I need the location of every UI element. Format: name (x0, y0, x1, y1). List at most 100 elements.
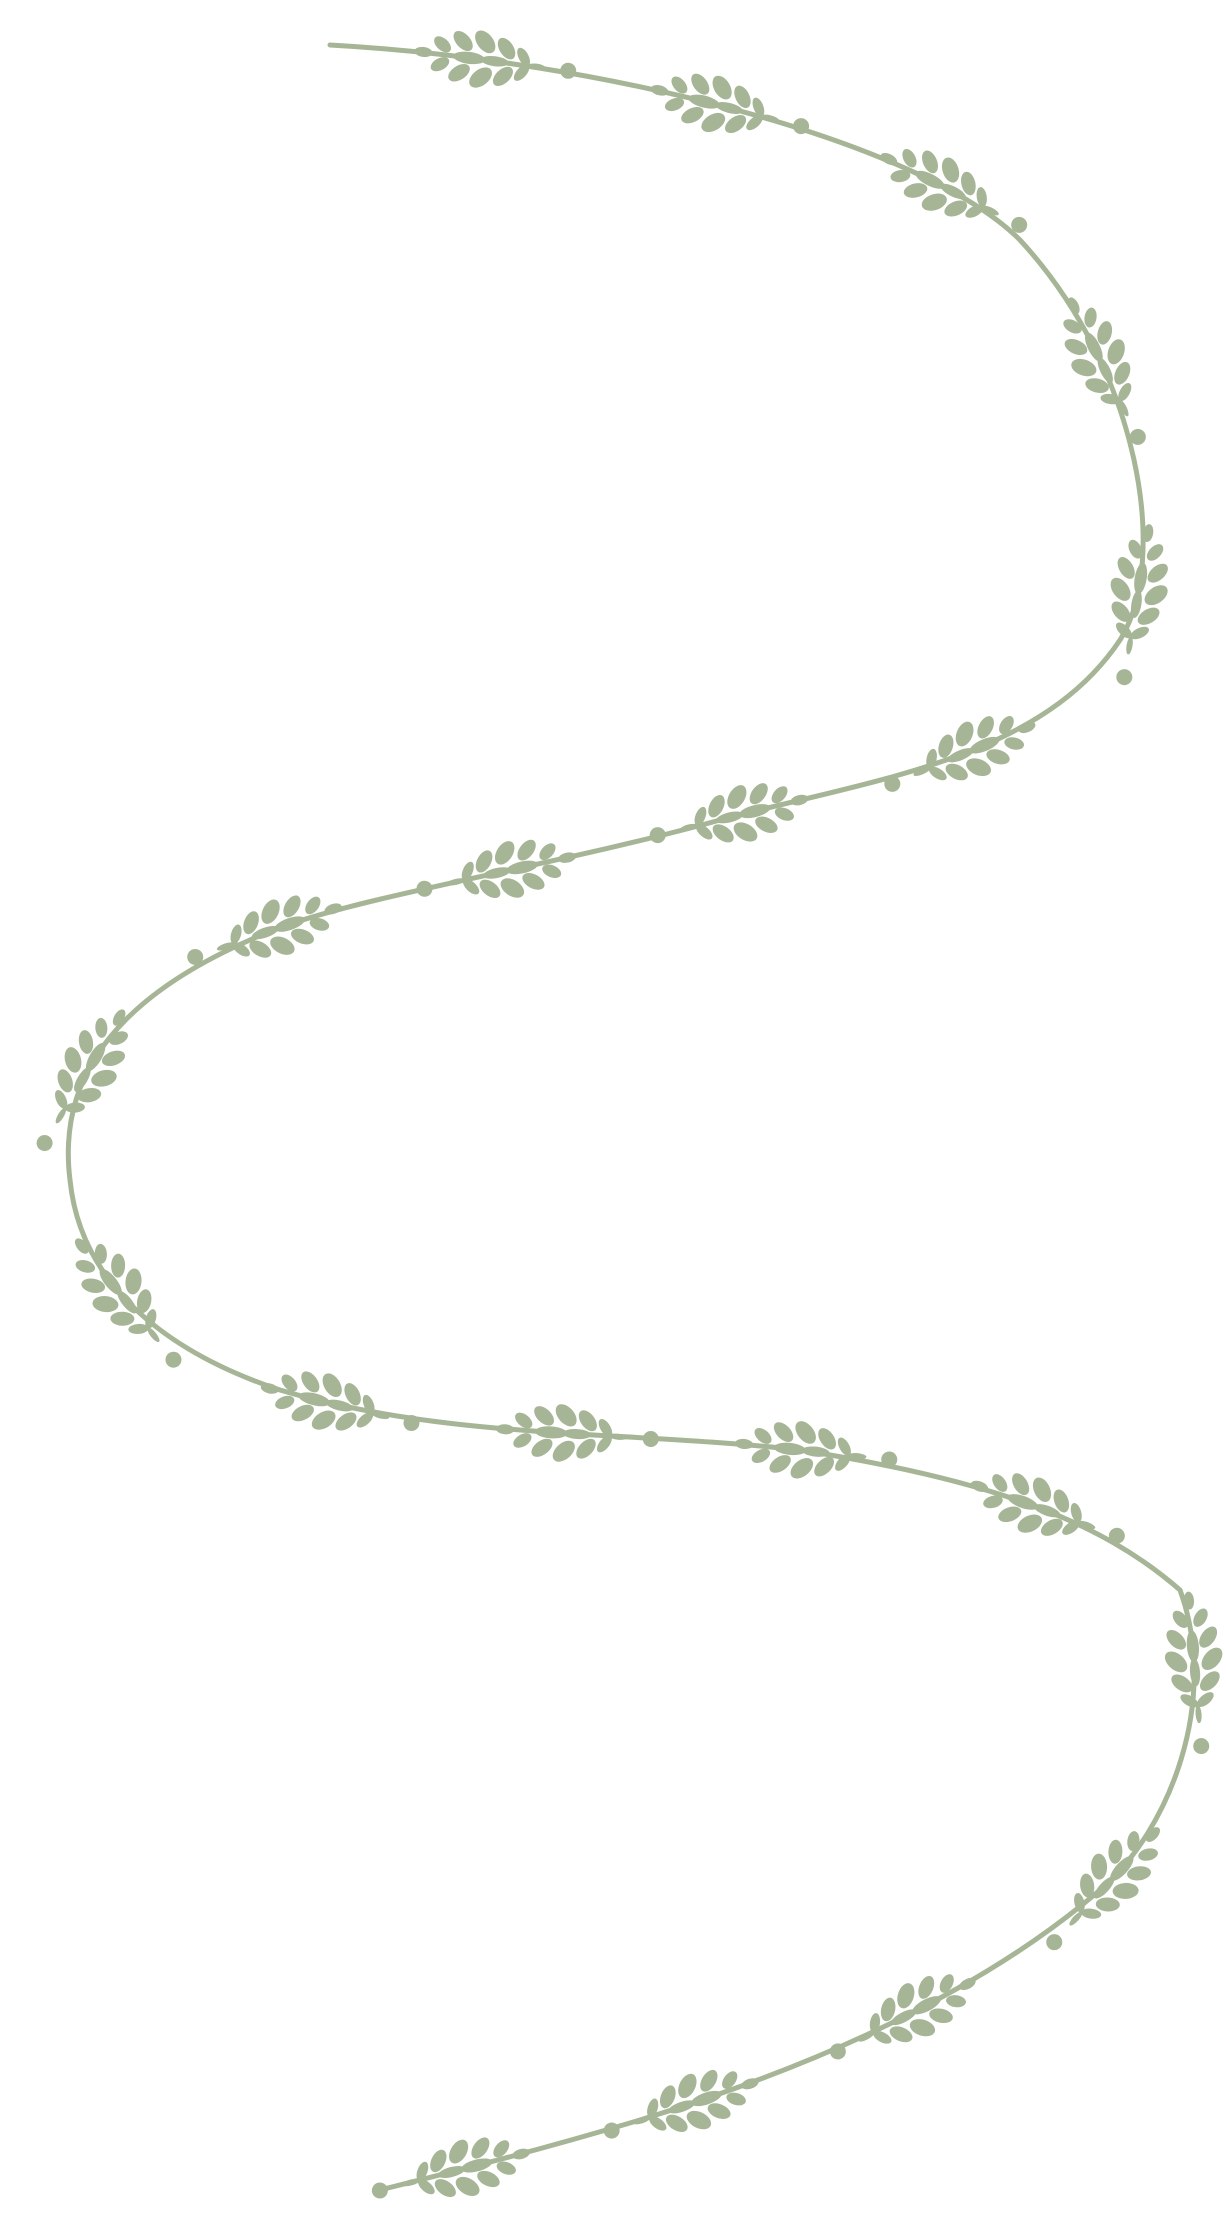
leaf-lobe (1063, 319, 1082, 334)
leaf-lobe (55, 1107, 67, 1124)
leaf-lobe (128, 1323, 149, 1334)
leaf-lobe (1095, 1897, 1120, 1912)
leaf-lobe (1091, 1853, 1108, 1880)
leaf-lobe (325, 1399, 354, 1412)
leaf-sprigs (36, 30, 1223, 2199)
leaf-lobe (344, 1383, 361, 1406)
leaf-lobe (707, 2103, 731, 2119)
leaf-lobe (1201, 1647, 1223, 1671)
leaf-lobe (522, 873, 545, 890)
leaf-lobe (497, 37, 516, 60)
leaf-lobe (1166, 1629, 1187, 1650)
leaf-lobe (848, 1452, 867, 1460)
leaf-lobe (1053, 1489, 1070, 1513)
leaf-bud (884, 775, 901, 792)
leaf-lobe (492, 66, 513, 87)
leaf-lobe (712, 75, 732, 100)
leaf-lobe (1172, 1610, 1189, 1628)
leaf-lobe (1195, 1705, 1202, 1724)
leaf-lobe (356, 1412, 374, 1428)
leaf-lobe (78, 1030, 94, 1054)
leaf-lobe (94, 1243, 107, 1264)
leaf-lobe (311, 1410, 336, 1430)
leaf-lobe (1143, 524, 1154, 542)
leaf-lobe (897, 1983, 915, 2009)
leaf-lobe (715, 811, 744, 824)
leaf-bud (371, 2182, 388, 2199)
leaf-lobe (558, 852, 577, 863)
leaf-lobe (921, 193, 947, 211)
leaf-lobe (1112, 1882, 1139, 1899)
leaf-lobe (109, 1031, 128, 1045)
leaf-bud (403, 1415, 420, 1432)
leaf-lobe (232, 942, 250, 957)
leaf-lobe (880, 153, 898, 166)
leaf-lobe (1110, 577, 1131, 601)
leaf-lobe (609, 1433, 628, 1440)
leaf-lobe (790, 794, 809, 806)
leaf-lobe (81, 1278, 106, 1293)
leaf-lobe (430, 57, 450, 72)
leaf-lobe (749, 783, 768, 805)
leaf-lobe (976, 187, 987, 207)
leaf-lobe (230, 924, 242, 945)
leaf-lobe (668, 2100, 696, 2114)
leaf-lobe (1094, 1876, 1115, 1899)
leaf-lobe (145, 1309, 157, 1329)
leaf-lobe (578, 1410, 597, 1432)
leaf-lobe (552, 1440, 575, 1462)
leaf-lobe (85, 1042, 106, 1072)
leaf-lobe (1078, 1520, 1096, 1530)
leaf-lobe (1110, 1855, 1134, 1881)
leaf-bud (1129, 428, 1146, 445)
leaf-lobe (754, 1427, 772, 1444)
leaf-lobe (74, 1238, 89, 1254)
leaf-lobe (725, 114, 747, 134)
leaf-lobe (755, 816, 778, 833)
leaf-lobe (1126, 636, 1133, 655)
leaf-lobe (998, 1506, 1022, 1523)
leaf-lobe (633, 2116, 651, 2125)
leaf-lobe (722, 2071, 738, 2089)
leaf-bud (881, 1451, 898, 1468)
leaf-lobe (309, 917, 330, 931)
leaf-lobe (890, 2009, 917, 2026)
leaf-lobe (418, 2179, 435, 2195)
leaf-lobe (946, 1995, 966, 2008)
leaf-lobe (1064, 338, 1088, 355)
leaf-bud (829, 2043, 846, 2060)
leaf-lobe (939, 1974, 954, 1993)
leaf-lobe (469, 67, 492, 88)
leaf-lobe (453, 51, 485, 65)
leaf-lobe (539, 843, 556, 861)
leaf-lobe (739, 804, 771, 819)
leaf-lobe (261, 899, 280, 924)
leaf-lobe (965, 204, 984, 218)
leaf-lobe (1171, 1674, 1193, 1693)
leaf-lobe (461, 2158, 493, 2173)
leaf-lobe (818, 1428, 836, 1450)
leaf-lobe (869, 2013, 881, 2034)
leaf-lobe (483, 867, 511, 879)
leaf-lobe (1084, 307, 1097, 328)
leaf-sprig (603, 2069, 759, 2139)
leaf-lobe (147, 1327, 160, 1343)
leaf-sprig (74, 1238, 182, 1368)
leaf-lobe (461, 861, 474, 881)
leaf-lobe (986, 749, 1010, 765)
leaf-lobe (1118, 382, 1132, 402)
leaf-lobe (665, 2114, 688, 2132)
leaf-lobe (55, 1090, 68, 1109)
leaf-sprig (260, 1371, 420, 1432)
leaf-sprig (970, 1473, 1125, 1544)
leaf-sprig (414, 30, 577, 88)
leaf-lobe (1074, 1893, 1085, 1913)
leaf-lobe (1084, 332, 1103, 362)
leaf-sprig (36, 1009, 128, 1152)
leaf-lobe (928, 766, 947, 781)
leaf-lobe (970, 1480, 989, 1492)
leaf-lobe (494, 841, 515, 865)
leaf-lobe (735, 1438, 754, 1450)
leaf-sprig (416, 839, 577, 898)
leaf-lobe (1114, 361, 1131, 385)
